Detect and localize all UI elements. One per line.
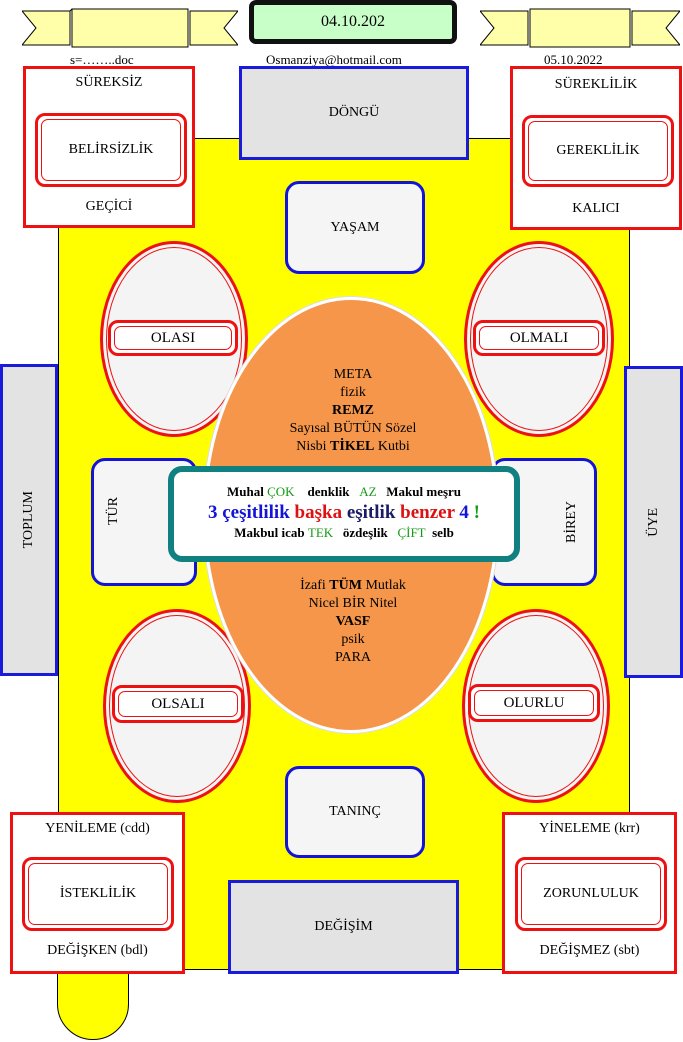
- banner-r2c: eşitlik: [346, 502, 396, 523]
- corner-top-right: SÜREKLİLİK GEREKLİLİK KALICI: [510, 66, 682, 230]
- corner-bottom-left-bottom: DEĞİŞKEN (bdl): [47, 943, 148, 958]
- blue-box-left-label: TÜR: [106, 497, 121, 525]
- corner-bottom-right-inner: ZORUNLULUK: [515, 857, 667, 931]
- gray-box-bottom-label: DEĞİŞİM: [314, 919, 373, 934]
- corner-top-left: SÜREKSİZ BELİRSİZLİK GEÇİCİ: [23, 66, 195, 228]
- corner-top-left-top: SÜREKSİZ: [75, 75, 143, 90]
- corner-bottom-left-top: YENİLEME (cdd): [45, 821, 150, 836]
- corner-bottom-right-inner-label: ZORUNLULUK: [543, 886, 639, 901]
- corner-top-right-inner-label: GEREKLİLİK: [556, 143, 640, 158]
- corner-bottom-left: YENİLEME (cdd) İSTEKLİLİK DEĞİŞKEN (bdl): [10, 812, 185, 974]
- gray-box-right: ÜYE: [624, 366, 683, 678]
- banner-r3d: ÇİFT: [397, 525, 426, 540]
- center-top-l5a: Nisbi: [296, 439, 327, 454]
- center-top-l3: REMZ: [332, 403, 374, 418]
- banner-row-3: Makbul icab TEK özdeşlik ÇİFT selb: [174, 525, 514, 541]
- label-olmali: OLMALI: [473, 320, 605, 356]
- label-olurlu: OLURLU: [468, 684, 600, 722]
- banner-r1d: AZ: [359, 484, 377, 499]
- corner-bottom-right: YİNELEME (krr) ZORUNLULUK DEĞİŞMEZ (sbt): [502, 812, 677, 974]
- center-bottom-text: İzafi TÜM Mutlak Nicel BİR Nitel VASF ps…: [220, 577, 486, 667]
- corner-bottom-left-inner-label: İSTEKLİLİK: [59, 886, 137, 901]
- blue-box-top: YAŞAM: [285, 181, 425, 274]
- corner-bottom-right-top: YİNELEME (krr): [539, 821, 640, 836]
- banner-r1c: denklik: [307, 484, 350, 499]
- label-olmali-text: OLMALI: [509, 329, 569, 346]
- center-banner: Muhal ÇOK denklik AZ Makul meşru 3 çeşit…: [168, 466, 520, 562]
- banner-r2b: başka: [294, 502, 343, 523]
- center-bottom-l1c: Mutlak: [365, 578, 406, 593]
- center-bottom-l1b: TÜM: [329, 578, 362, 593]
- blue-box-right-label: BİREY: [564, 501, 579, 543]
- email-text: Osmanziya@hotmail.com: [266, 52, 402, 67]
- banner-r1b: ÇOK: [267, 484, 295, 499]
- banner-r2e: 4: [459, 502, 469, 523]
- banner-r3a: Makbul icab: [234, 525, 305, 540]
- center-bottom-l4: psik: [341, 632, 365, 647]
- gray-box-right-label: ÜYE: [645, 507, 661, 537]
- banner-row-2: 3 çeşitlilik başka eşitlik benzer 4 !: [174, 502, 514, 524]
- banner-r2d: benzer: [400, 502, 455, 523]
- banner-row-1: Muhal ÇOK denklik AZ Makul meşru: [174, 484, 514, 500]
- center-top-text: META fizik REMZ Sayısal BÜTÜN Sözel Nisb…: [220, 366, 486, 456]
- ribbon-right: [480, 8, 680, 48]
- label-olasi: OLASI: [108, 320, 238, 356]
- corner-top-right-inner: GEREKLİLİK: [522, 115, 674, 187]
- corner-top-right-bottom: KALICI: [572, 201, 620, 216]
- center-top-l1: META: [333, 367, 373, 382]
- blue-box-top-label: YAŞAM: [330, 219, 380, 235]
- ribbon-left: [22, 8, 238, 48]
- label-olasi-text: OLASI: [150, 329, 196, 346]
- corner-top-right-top: SÜREKLİLİK: [554, 77, 638, 92]
- corner-bottom-left-inner: İSTEKLİLİK: [22, 857, 174, 931]
- center-top-l2: fizik: [340, 385, 366, 400]
- center-bottom-l1: İzafi TÜM Mutlak: [220, 577, 486, 595]
- banner-r3b: TEK: [307, 525, 334, 540]
- gray-box-top: DÖNGÜ: [239, 66, 469, 160]
- center-bottom-l5: PARA: [334, 650, 372, 665]
- banner-r2f: !: [473, 502, 480, 523]
- gray-box-top-label: DÖNGÜ: [328, 105, 380, 120]
- corner-top-left-inner-label: BELİRSİZLİK: [68, 142, 154, 157]
- center-top-l5b: TİKEL: [330, 439, 375, 454]
- banner-r2a: 3 çeşitlilik: [207, 502, 290, 523]
- gray-box-left-label: TOPLUM: [21, 491, 36, 549]
- gray-box-left: TOPLUM: [0, 364, 58, 676]
- banner-r1e: Makul meşru: [386, 484, 462, 499]
- center-bottom-l3: VASF: [335, 614, 371, 629]
- label-olsali: OLSALI: [112, 685, 244, 723]
- date-text: 04.10.202: [321, 13, 385, 30]
- center-top-l5: Nisbi TİKEL Kutbi: [220, 438, 486, 456]
- corner-top-left-inner: BELİRSİZLİK: [35, 113, 187, 187]
- banner-r3e: selb: [432, 525, 454, 540]
- center-bottom-l2: Nicel BİR Nitel: [308, 596, 398, 611]
- label-olurlu-text: OLURLU: [503, 694, 565, 711]
- right-date: 05.10.2022: [544, 52, 603, 67]
- date-box: 04.10.202: [249, 0, 457, 44]
- corner-top-left-bottom: GEÇİCİ: [85, 199, 133, 214]
- corner-bottom-right-bottom: DEĞİŞMEZ (sbt): [539, 943, 640, 958]
- center-top-l5c: Kutbi: [377, 439, 410, 454]
- blue-box-bottom-label: TANINÇ: [329, 804, 381, 819]
- left-note: s=……..doc: [70, 52, 134, 67]
- banner-r3c: özdeşlik: [342, 525, 388, 540]
- blue-box-bottom: TANINÇ: [285, 766, 425, 858]
- label-olsali-text: OLSALI: [151, 695, 205, 712]
- gray-box-bottom: DEĞİŞİM: [228, 880, 459, 974]
- center-bottom-l1a: İzafi: [300, 578, 326, 593]
- center-top-l4: Sayısal BÜTÜN Sözel: [289, 421, 417, 436]
- banner-r1a: Muhal: [226, 484, 264, 499]
